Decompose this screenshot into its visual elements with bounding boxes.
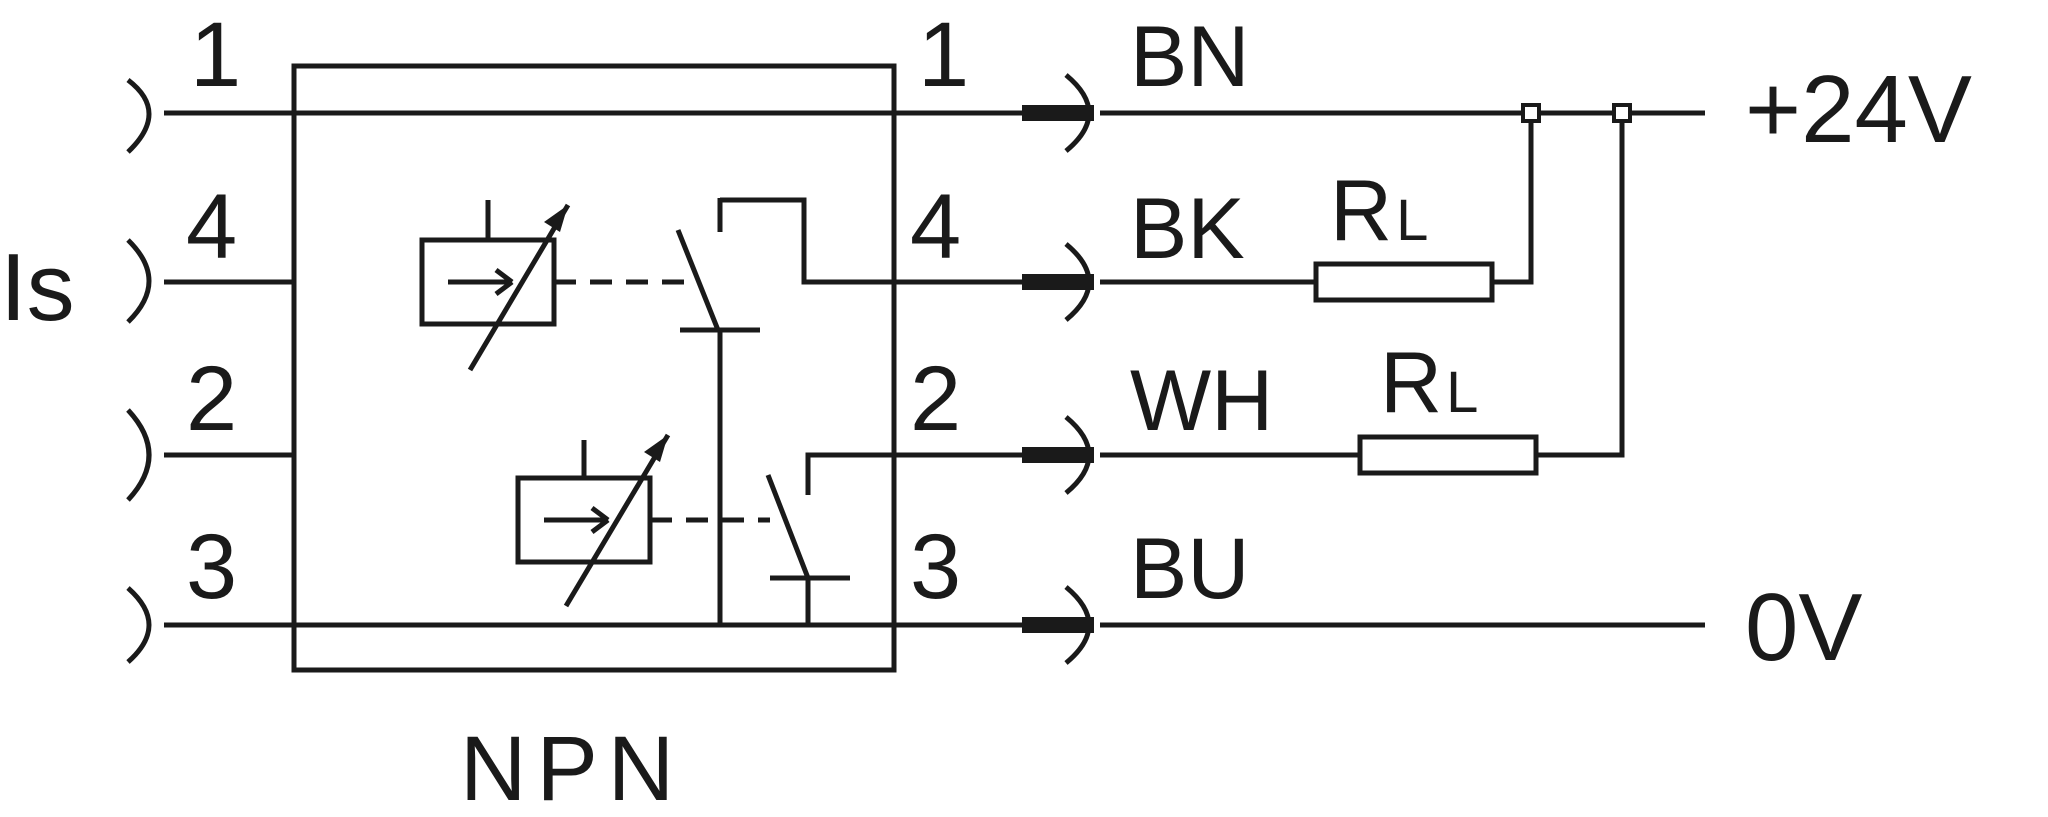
- sensor-element-lower: [515, 433, 770, 608]
- output-type-label: NPN: [460, 718, 684, 817]
- right-connector: [1022, 73, 1094, 665]
- resistor-label: RL: [1380, 335, 1478, 431]
- wire-color-label: BN: [1130, 9, 1249, 105]
- right-pin-label: 3: [910, 516, 961, 618]
- switch-lower: [765, 452, 1035, 625]
- supply-ground-label: 0V: [1745, 574, 1862, 681]
- sensor-element-upper: [419, 200, 690, 372]
- junction-node: [1521, 103, 1541, 123]
- junction-node: [1612, 103, 1632, 123]
- switch-upper: [675, 197, 1035, 625]
- left-pin-label: 4: [186, 176, 237, 278]
- right-pin-label: 2: [910, 348, 961, 450]
- resistor-label: RL: [1330, 163, 1428, 259]
- left-pin-label: 1: [190, 4, 241, 106]
- load-resistor-bk: [1313, 261, 1495, 303]
- left-socket-1: [126, 78, 152, 154]
- sensor-housing: [291, 63, 897, 673]
- input-label: Is: [0, 234, 75, 341]
- right-pin-label: 1: [918, 4, 969, 106]
- wire-color-label: BK: [1130, 181, 1245, 277]
- left-connector: [126, 78, 152, 664]
- supply-positive-label: +24V: [1745, 56, 1972, 163]
- left-socket-3: [126, 586, 152, 664]
- left-socket-2: [126, 408, 152, 502]
- left-pin-label: 3: [186, 516, 237, 618]
- right-pin-label: 4: [910, 176, 961, 278]
- wire-color-label: BU: [1130, 521, 1249, 617]
- wire-color-label: WH: [1130, 353, 1273, 449]
- load-resistor-wh: [1357, 434, 1539, 476]
- external-wiring: [1100, 103, 1705, 628]
- left-pin-label: 2: [186, 348, 237, 450]
- left-socket-4: [126, 238, 152, 324]
